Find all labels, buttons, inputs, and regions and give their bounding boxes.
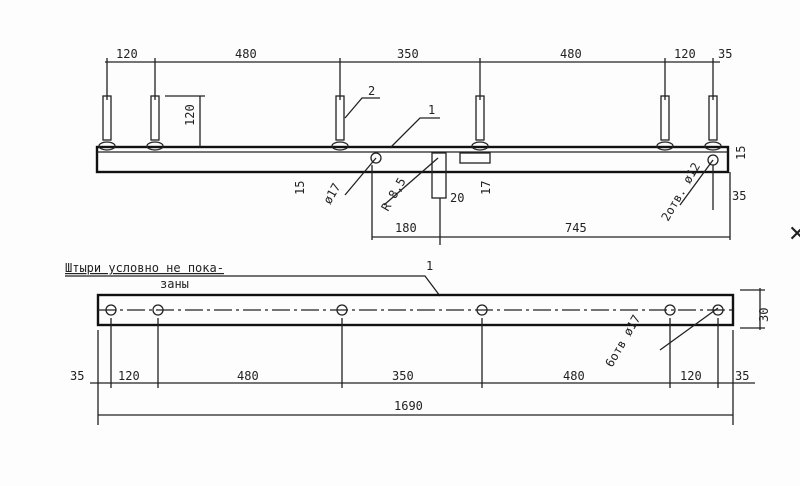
dim-label: 480 bbox=[235, 47, 257, 61]
dim-label: 35 bbox=[70, 369, 84, 383]
close-icon[interactable]: ✕ bbox=[788, 222, 800, 247]
hole bbox=[336, 304, 348, 316]
dim-label: 120 bbox=[674, 47, 696, 61]
slot-width: 20 bbox=[450, 191, 464, 205]
pin bbox=[704, 58, 722, 151]
holes-note-bottom: 6отв ø17 bbox=[602, 312, 643, 369]
bottom-view: Штыри условно не пока- заны 1 6отв ø17 3… bbox=[65, 259, 771, 425]
top-view: 120 480 350 480 120 35 120 2 1 15 ø17 R … bbox=[95, 47, 748, 245]
slot-depth: 17 bbox=[479, 181, 493, 195]
height-30: 30 bbox=[757, 308, 771, 322]
dim-745: 745 bbox=[565, 221, 587, 235]
dim-label: 480 bbox=[563, 369, 585, 383]
dim-label: 120 bbox=[680, 369, 702, 383]
hole bbox=[476, 304, 488, 316]
pin bbox=[146, 58, 164, 151]
radius: R 8,5 bbox=[378, 175, 408, 213]
dim-label: 120 bbox=[116, 47, 138, 61]
dim-15-right: 15 bbox=[734, 146, 748, 160]
hole bbox=[152, 304, 164, 316]
note-line-1: Штыри условно не пока- bbox=[65, 261, 224, 275]
callout-pin: 2 bbox=[368, 84, 375, 98]
dim-15: 15 bbox=[293, 181, 307, 195]
hole bbox=[105, 304, 117, 316]
holes-note: 2отв. ø12 bbox=[658, 160, 703, 223]
pin bbox=[331, 58, 349, 151]
pin bbox=[471, 58, 489, 151]
dim-label: 35 bbox=[735, 369, 749, 383]
dim-180: 180 bbox=[395, 221, 417, 235]
pin bbox=[98, 58, 116, 151]
dim-label: 350 bbox=[397, 47, 419, 61]
hole bbox=[712, 304, 724, 316]
note-line-2: заны bbox=[160, 277, 189, 291]
dim-35-right: 35 bbox=[732, 189, 746, 203]
hole bbox=[664, 304, 676, 316]
dim-label: 35 bbox=[718, 47, 732, 61]
dim-label: 350 bbox=[392, 369, 414, 383]
pin bbox=[656, 58, 674, 151]
callout-beam: 1 bbox=[428, 103, 435, 117]
hole-diameter: ø17 bbox=[320, 181, 343, 207]
beam-top-view bbox=[95, 145, 730, 174]
dim-label: 120 bbox=[118, 369, 140, 383]
total-length: 1690 bbox=[394, 399, 423, 413]
callout-beam-bottom: 1 bbox=[426, 259, 433, 273]
height-dim: 120 bbox=[183, 104, 197, 126]
dim-label: 480 bbox=[560, 47, 582, 61]
dim-label: 480 bbox=[237, 369, 259, 383]
